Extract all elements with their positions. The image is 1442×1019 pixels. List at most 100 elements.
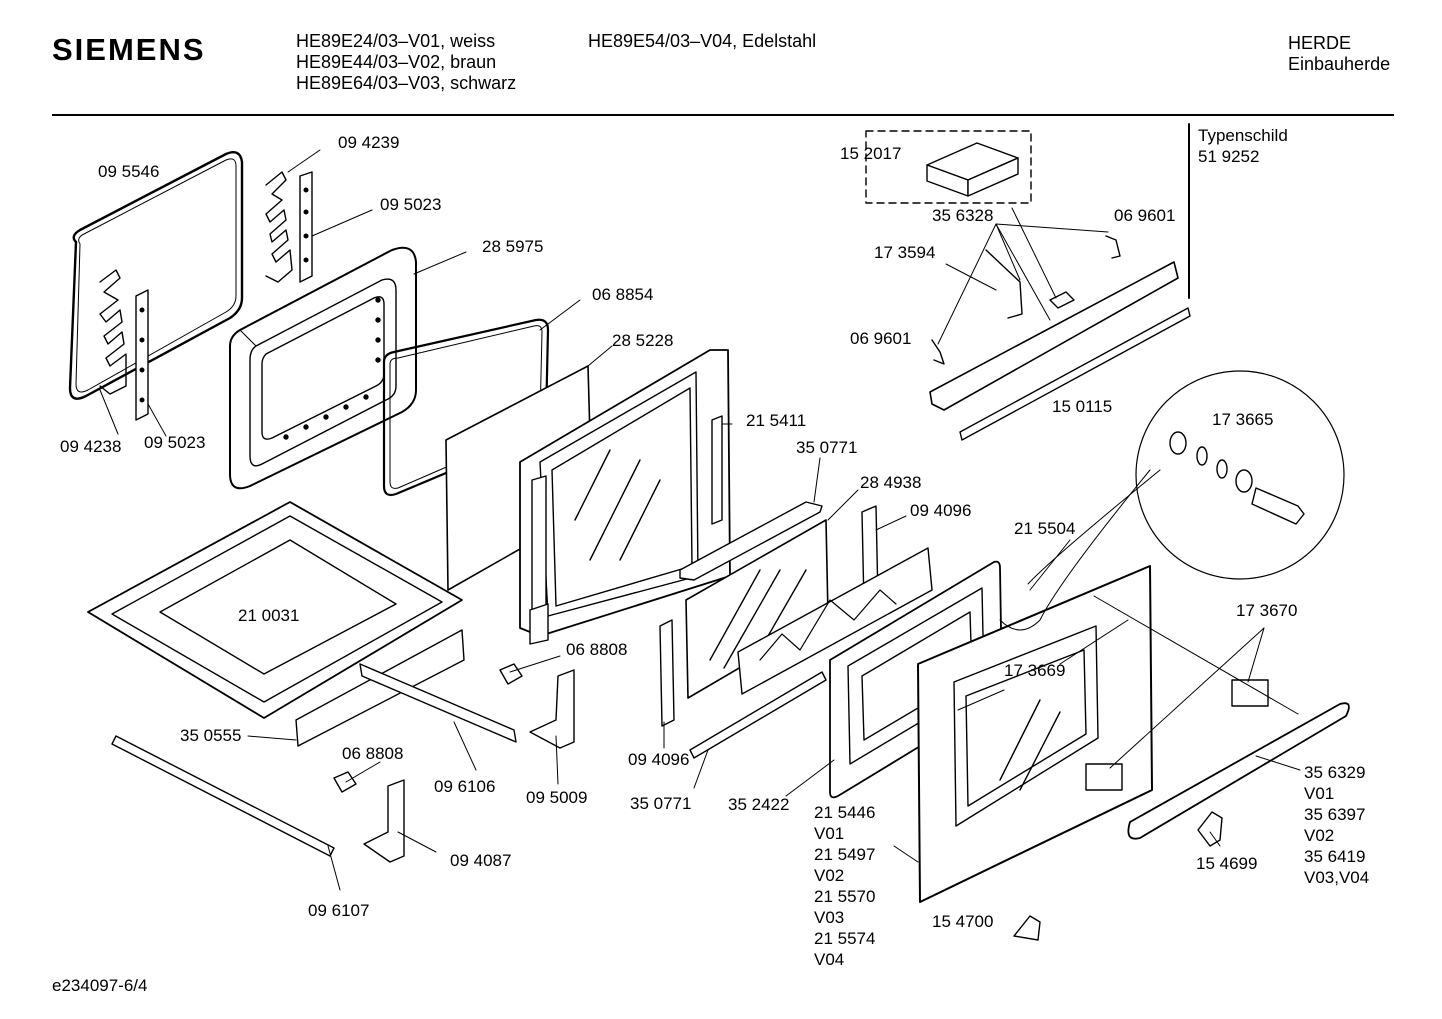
variant-label: V02	[814, 866, 845, 885]
door-handle	[1127, 702, 1350, 840]
variant-list-handle: 35 6329 V01 35 6397 V02 35 6419 V03,V04	[1304, 762, 1369, 888]
part-label: 35 0771	[630, 794, 692, 813]
part-label: 09 4087	[450, 851, 512, 870]
part-label: 17 3665	[1212, 410, 1274, 429]
part-label: 35 0771	[796, 438, 858, 457]
variant-label: V02	[1304, 826, 1335, 845]
control-panel-rail	[929, 261, 1179, 411]
clip-069601-b	[931, 339, 945, 365]
hinge-bracket-top	[265, 171, 313, 283]
optional-part-box	[865, 130, 1032, 204]
front-cover-plate	[295, 629, 465, 747]
siemens-logo: SIEMENS	[52, 32, 206, 67]
clip-154699	[1197, 811, 1223, 847]
part-label: 15 0115	[1052, 397, 1113, 416]
detail-circle	[1135, 370, 1345, 580]
variant-list-door: 21 5446 V01 21 5497 V02 21 5570 V03 21 5…	[814, 802, 875, 970]
model-line: HE89E44/03–V02, braun	[296, 52, 497, 72]
part-label: 21 5504	[1014, 519, 1076, 538]
category-label: HERDE Einbauherde	[1288, 33, 1390, 75]
rail-top	[679, 501, 823, 581]
part-label: 35 6419	[1304, 847, 1366, 866]
part-label: 15 4700	[932, 912, 994, 931]
part-label: 35 6397	[1304, 805, 1366, 824]
part-label: 35 2422	[728, 795, 790, 814]
bracket-173594	[985, 249, 1023, 319]
part-label: 09 5009	[526, 788, 588, 807]
part-label: 09 5546	[98, 162, 160, 181]
part-label: 09 6107	[308, 901, 370, 920]
category-line: Einbauherde	[1288, 54, 1391, 74]
clip-069601	[1105, 235, 1121, 259]
part-label: 06 8808	[566, 640, 628, 659]
outer-door-panel	[917, 565, 1153, 903]
inner-door-frame	[229, 246, 417, 490]
clip-068808-b	[333, 771, 357, 793]
bracket-094087	[363, 779, 405, 863]
variant-label: V03,V04	[1304, 868, 1370, 887]
part-label: 35 0555	[180, 726, 242, 745]
wire	[999, 469, 1151, 631]
trim-strip	[959, 307, 1191, 441]
part-label: 21 5497	[814, 845, 876, 864]
part-label: 09 4096	[910, 501, 972, 520]
part-label: 21 5411	[746, 411, 807, 430]
part-label: 09 4096	[628, 750, 690, 769]
part-label: 09 4238	[60, 437, 122, 456]
part-label: 35 6329	[1304, 763, 1366, 782]
door-frame-assembly	[519, 349, 731, 645]
part-label: 17 3669	[1004, 661, 1066, 680]
handle-support	[1085, 763, 1123, 791]
door-seal	[68, 151, 244, 400]
model-list-2: HE89E54/03–V04, Edelstahl	[588, 31, 816, 52]
part-label: 15 4699	[1196, 854, 1258, 873]
part-label: 35 6328	[932, 206, 994, 225]
header-rule	[52, 114, 1394, 116]
drawing-code: e234097-6/4	[52, 976, 148, 995]
clip-068808	[499, 663, 523, 685]
rail-096107	[111, 735, 335, 857]
part-label: 21 5446	[814, 803, 876, 822]
leader-lines	[99, 149, 1301, 891]
part-label: 09 4239	[338, 133, 400, 152]
variant-label: V04	[814, 950, 845, 969]
model-list-1: HE89E24/03–V01, weiss HE89E44/03–V02, br…	[296, 31, 516, 94]
part-label: 28 4938	[860, 473, 922, 492]
model-line: HE89E24/03–V01, weiss	[296, 31, 496, 51]
variant-label: V01	[1304, 784, 1335, 803]
handle-mount-parts	[1169, 431, 1305, 525]
part-label: 21 5574	[814, 929, 876, 948]
typenschild-label: Typenschild	[1198, 126, 1288, 145]
part-label: 06 8808	[342, 744, 404, 763]
rail-bottom	[689, 671, 827, 759]
part-label: 51 9252	[1198, 147, 1260, 166]
part-label: 15 2017	[840, 144, 902, 163]
part-label: 21 0031	[238, 606, 300, 625]
category-line: HERDE	[1288, 33, 1352, 53]
part-label: 06 9601	[1114, 206, 1176, 225]
rail-096106	[359, 663, 517, 743]
door-seal-inner	[75, 158, 237, 393]
part-label: 09 5023	[144, 433, 206, 452]
heat-reflector-panel	[737, 547, 933, 695]
oven-bottom-tray	[87, 501, 463, 719]
clip-154700	[1013, 915, 1041, 941]
part-label: 06 8854	[592, 285, 654, 304]
part-label: 06 9601	[850, 329, 912, 348]
model-line: HE89E64/03–V03, schwarz	[296, 73, 517, 93]
insert-block	[926, 142, 1019, 197]
part-label: 17 3670	[1236, 601, 1298, 620]
part-label: 09 6106	[434, 777, 496, 796]
bracket-095009	[529, 669, 575, 749]
variant-label: V03	[814, 908, 845, 927]
variant-label: V01	[814, 824, 845, 843]
part-label: 21 5570	[814, 887, 876, 906]
part-label: 28 5228	[612, 331, 674, 350]
part-label: 17 3594	[874, 243, 936, 262]
part-label: 28 5975	[482, 237, 544, 256]
hinge-bracket-bottom	[99, 269, 149, 421]
part-label: 09 5023	[380, 195, 442, 214]
profile-side	[659, 619, 675, 727]
model-line: HE89E54/03–V04, Edelstahl	[588, 31, 817, 51]
